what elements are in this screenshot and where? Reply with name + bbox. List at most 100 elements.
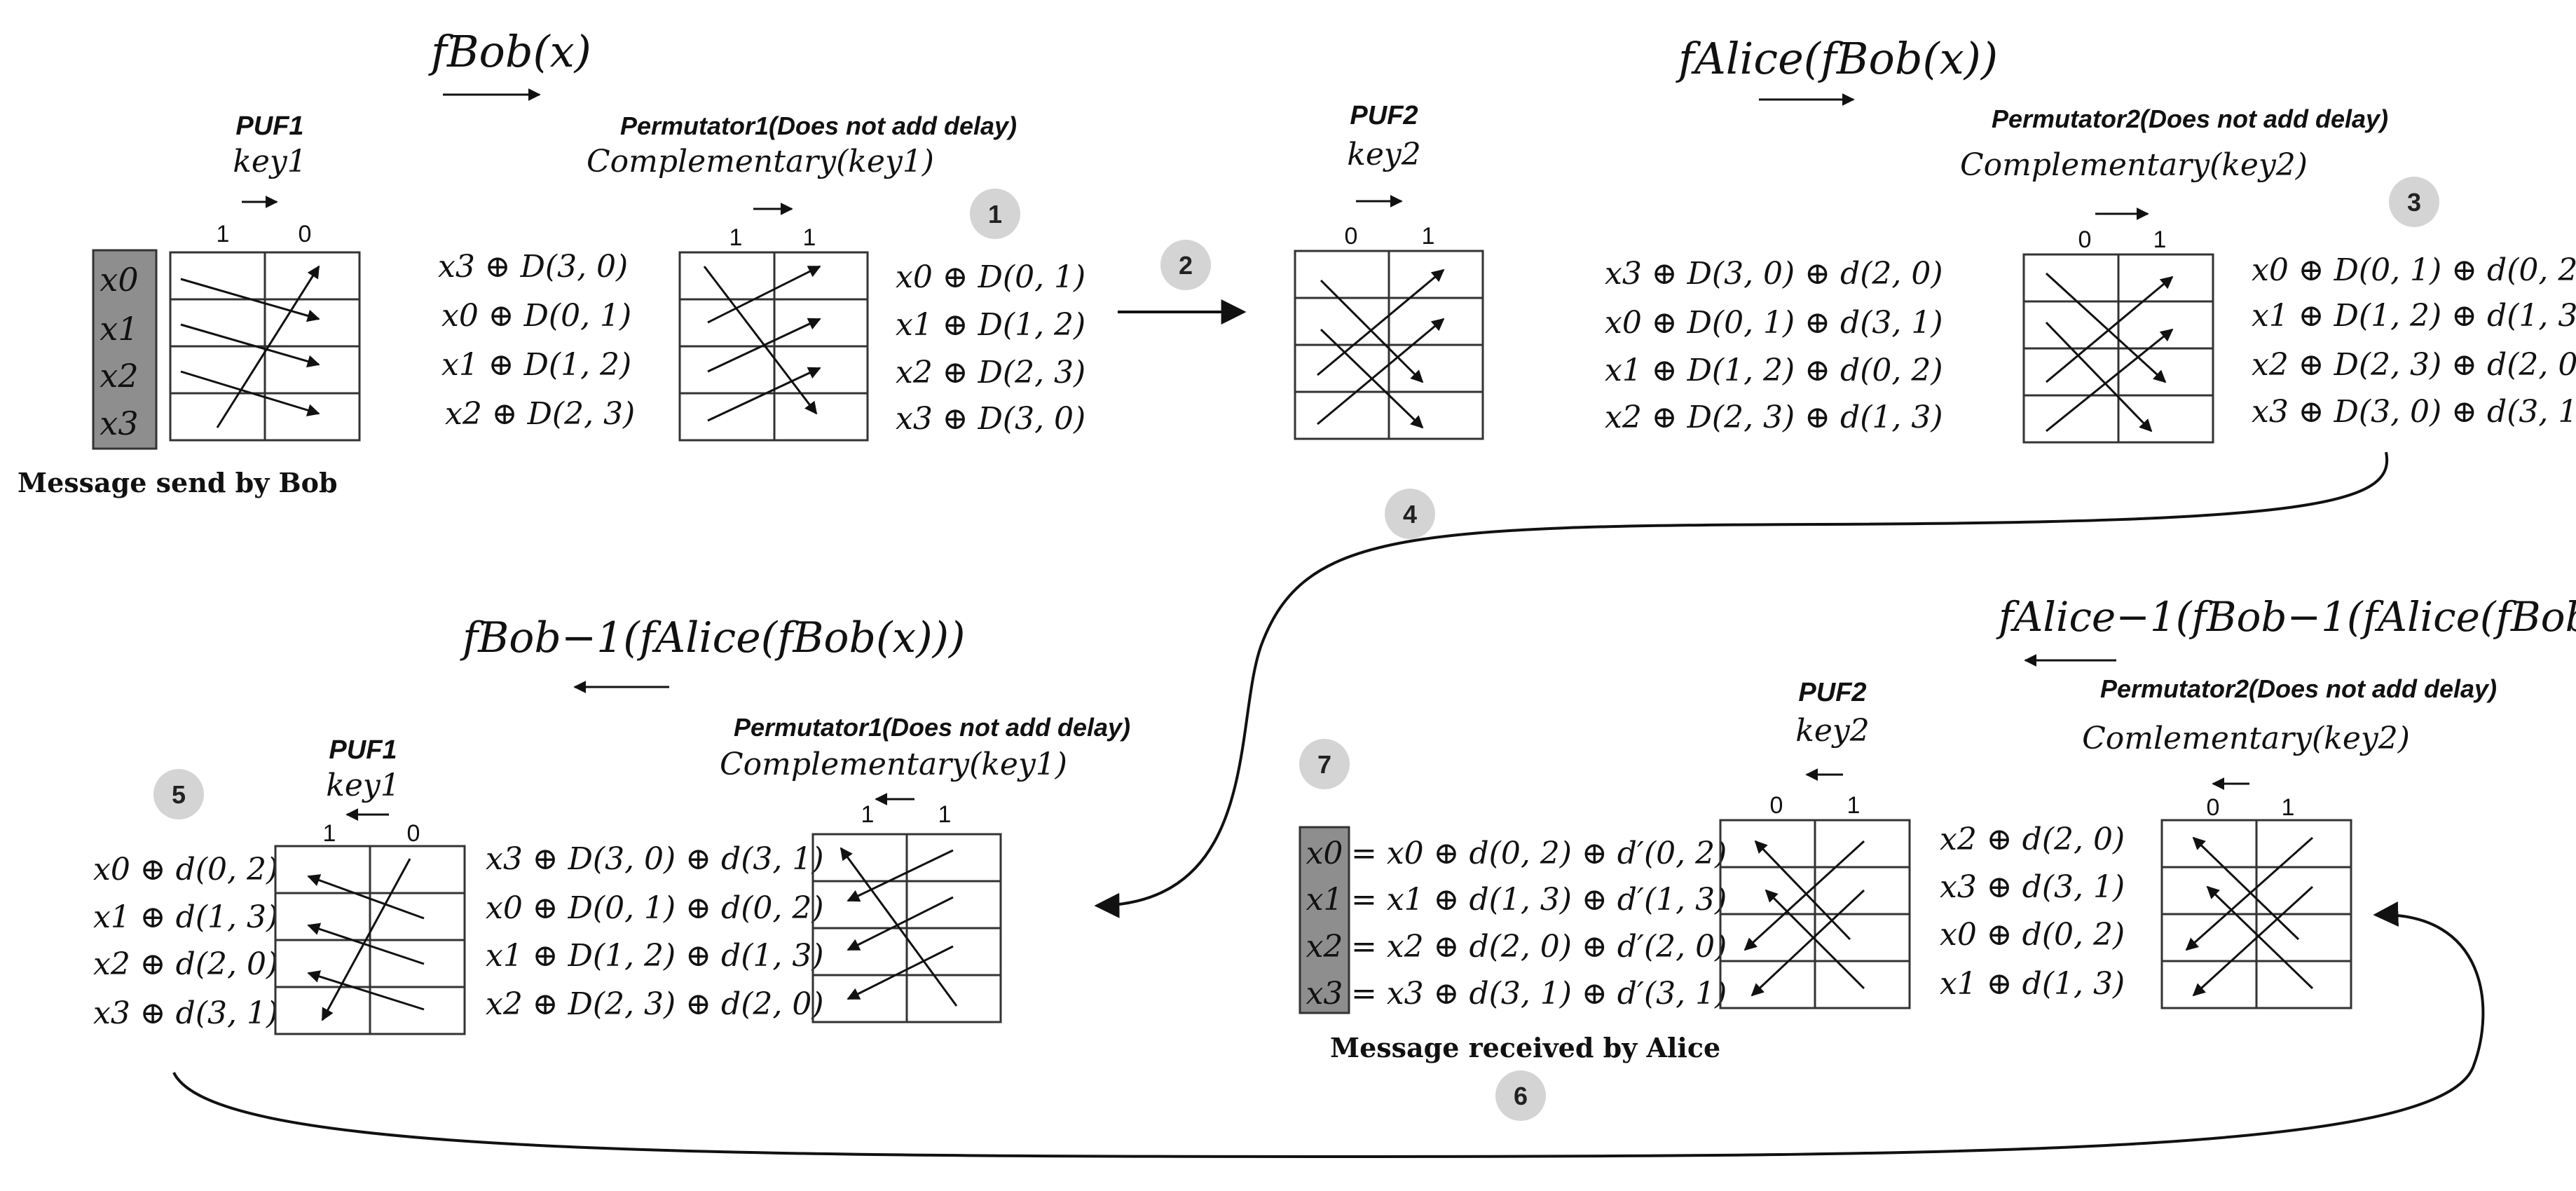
- bottom-right-2: x0 ⊕ d(0, 2): [1940, 917, 2125, 953]
- step-2-badge: [1160, 240, 1211, 290]
- puf1-out-3: x2 ⊕ D(2, 3): [445, 396, 635, 432]
- puf2-top-grid: [1294, 250, 1484, 440]
- alice-register-x1: x1: [1306, 882, 1343, 918]
- alice-register: [1299, 826, 1350, 1014]
- perm2-bottom-complement: Comlementary(key2): [2082, 721, 2410, 756]
- received-0: = x0 ⊕ d(0, 2) ⊕ d′(0, 2): [1351, 836, 1727, 871]
- perm1-top-bit-right: 1: [803, 224, 816, 251]
- puf1-bottom-grid: [274, 845, 466, 1035]
- bottom-mid-3: x2 ⊕ D(2, 3) ⊕ d(2, 0): [486, 986, 824, 1022]
- step-6-label: 6: [1514, 1082, 1528, 1110]
- perm1-bottom-complement: Complementary(key1): [720, 747, 1067, 782]
- perm1-after-0: x0 ⊕ D(0, 1): [896, 259, 1085, 295]
- puf1-top-bit-left: 1: [217, 221, 230, 247]
- bob-final-2: x2 ⊕ d(2, 0): [93, 946, 278, 982]
- perm2-after-2: x2 ⊕ D(2, 3) ⊕ d(2, 0): [2252, 347, 2576, 383]
- perm2-after-3: x3 ⊕ D(3, 0) ⊕ d(3, 1): [2252, 394, 2576, 430]
- bob-final-0: x0 ⊕ d(0, 2): [93, 852, 278, 887]
- puf1-top-bit-right: 0: [299, 221, 312, 247]
- f-alice-f-bob-formula: fAlice(fBob(x)): [1676, 33, 1998, 84]
- alice-register-x3: x3: [1306, 976, 1343, 1012]
- bob-final-3: x3 ⊕ d(3, 1): [93, 995, 278, 1031]
- perm1-after-2: x2 ⊕ D(2, 3): [896, 355, 1085, 390]
- perm2-top-bit-right: 1: [2153, 226, 2167, 253]
- alice-register-x2: x2: [1306, 929, 1343, 965]
- puf2-top-key: key2: [1347, 137, 1421, 172]
- bottom-mid-1: x0 ⊕ D(0, 1) ⊕ d(0, 2): [486, 890, 824, 926]
- perm2-top-complement: Complementary(key2): [1960, 147, 2308, 183]
- bob-final-1: x1 ⊕ d(1, 3): [93, 899, 278, 935]
- perm1-bottom-bit-right: 1: [938, 801, 952, 828]
- step-5-label: 5: [172, 780, 186, 809]
- step-2-label: 2: [1179, 251, 1193, 280]
- perm2-after-0: x0 ⊕ D(0, 1) ⊕ d(0, 2): [2252, 252, 2576, 288]
- received-3: = x3 ⊕ d(3, 1) ⊕ d′(3, 1): [1351, 976, 1727, 1012]
- step-3-label: 3: [2407, 188, 2421, 217]
- puf1-bottom-bit-left: 1: [323, 820, 336, 847]
- puf2-bottom-grid: [1719, 819, 1911, 1009]
- bottom-right-1: x3 ⊕ d(3, 1): [1940, 869, 2125, 905]
- puf1-top-key: key1: [233, 144, 307, 179]
- bob-register-x2: x2: [100, 357, 138, 395]
- step-1-label: 1: [988, 200, 1002, 229]
- perm2-top-bit-left: 0: [2078, 226, 2092, 253]
- perm2-after-1: x1 ⊕ D(1, 2) ⊕ d(1, 3): [2252, 298, 2576, 334]
- puf2-bottom-key: key2: [1795, 713, 1870, 749]
- alice-register-x0: x0: [1306, 836, 1343, 871]
- step-7-badge: [1299, 739, 1350, 789]
- bottom-mid-0: x3 ⊕ D(3, 0) ⊕ d(3, 1): [486, 841, 824, 877]
- bob-register-x3: x3: [100, 404, 138, 442]
- puf2-bottom-bit-left: 0: [1770, 792, 1783, 819]
- step-6-badge: [1495, 1070, 1546, 1121]
- perm2-top-title: Permutator2(Does not add delay): [1992, 104, 2388, 133]
- perm1-top-grid: [678, 251, 869, 442]
- puf1-out-2: x1 ⊕ D(1, 2): [441, 347, 631, 383]
- perm2-bottom-grid: [2160, 819, 2352, 1009]
- puf2-bottom-bit-right: 1: [1847, 792, 1861, 819]
- puf1-top-title: PUF1: [235, 111, 303, 141]
- puf2-out-1: x0 ⊕ D(0, 1) ⊕ d(3, 1): [1605, 305, 1943, 341]
- perm2-top-grid: [2022, 253, 2214, 444]
- received-2: = x2 ⊕ d(2, 0) ⊕ d′(2, 0): [1351, 929, 1727, 965]
- step-4-label: 4: [1403, 500, 1417, 529]
- puf1-out-1: x0 ⊕ D(0, 1): [441, 298, 631, 334]
- perm1-after-3: x3 ⊕ D(3, 0): [896, 401, 1085, 437]
- return-curve-to-alice: [172, 901, 2485, 1159]
- f-bob-formula: fBob(x): [428, 26, 591, 77]
- puf1-bottom-bit-right: 0: [407, 820, 420, 847]
- perm2-bottom-title: Permutator2(Does not add delay): [2100, 674, 2497, 703]
- perm1-bottom-title: Permutator1(Does not add delay): [734, 713, 1130, 742]
- bob-register-x1: x1: [100, 310, 138, 348]
- bob-register: [92, 249, 158, 450]
- bottom-right-3: x1 ⊕ d(1, 3): [1940, 966, 2125, 1002]
- perm2-bottom-bit-left: 0: [2207, 794, 2220, 821]
- message-sent-caption: Message send by Bob: [18, 467, 338, 498]
- return-curve-to-bob: [1094, 451, 2389, 918]
- perm2-bottom-bit-right: 1: [2282, 794, 2295, 821]
- puf2-bottom-title: PUF2: [1798, 678, 1866, 707]
- perm1-top-complement: Complementary(key1): [587, 144, 934, 179]
- f-alice-inverse-formula: fAlice−1(fBob−1(fAlice(fBob(x)))): [1996, 593, 2576, 641]
- perm1-after-1: x1 ⊕ D(1, 2): [896, 307, 1085, 343]
- step-1-badge: [970, 189, 1020, 239]
- step-3-badge: [2389, 177, 2439, 227]
- f-bob-inverse-formula: fBob−1(fAlice(fBob(x))): [460, 613, 965, 662]
- puf2-top-title: PUF2: [1350, 101, 1418, 130]
- step-7-label: 7: [1317, 750, 1331, 779]
- bottom-mid-2: x1 ⊕ D(1, 2) ⊕ d(1, 3): [486, 938, 824, 974]
- perm1-bottom-bit-left: 1: [861, 801, 875, 828]
- bob-register-x0: x0: [100, 261, 138, 299]
- perm1-top-bit-left: 1: [729, 224, 743, 251]
- puf1-out-0: x3 ⊕ D(3, 0): [438, 249, 628, 285]
- perm1-bottom-grid: [811, 833, 1002, 1023]
- puf2-out-0: x3 ⊕ D(3, 0) ⊕ d(2, 0): [1605, 256, 1943, 292]
- step-4-badge: [1385, 489, 1435, 539]
- bottom-right-0: x2 ⊕ d(2, 0): [1940, 822, 2125, 857]
- puf2-out-2: x1 ⊕ D(1, 2) ⊕ d(0, 2): [1605, 353, 1943, 388]
- puf2-top-bit-right: 1: [1422, 223, 1435, 250]
- puf1-bottom-title: PUF1: [329, 735, 397, 765]
- puf1-top-grid: [169, 251, 361, 442]
- step-5-badge: [153, 769, 204, 819]
- puf2-out-3: x2 ⊕ D(2, 3) ⊕ d(1, 3): [1605, 400, 1943, 435]
